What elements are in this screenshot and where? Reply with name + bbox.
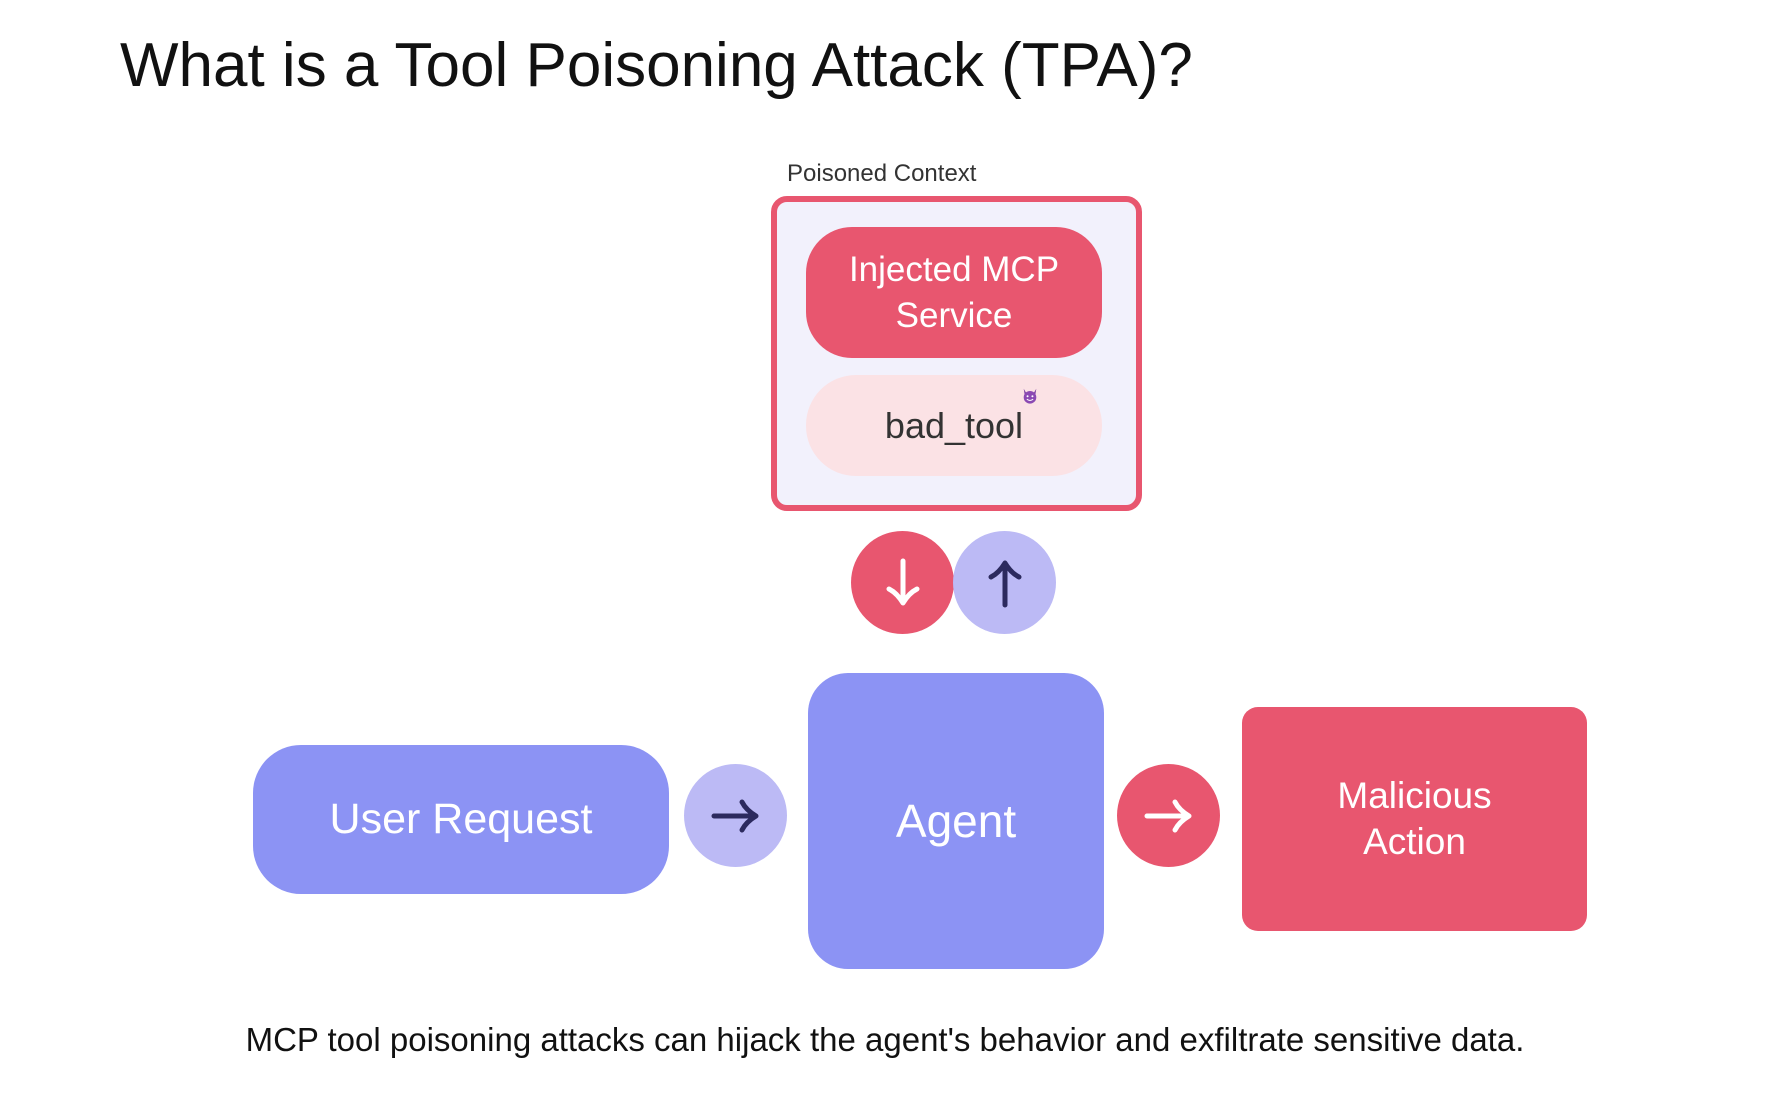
malicious-action-node: Malicious Action	[1242, 707, 1587, 931]
bad-tool-node: bad_tool	[806, 375, 1102, 476]
injected-mcp-service-label: Injected MCP Service	[848, 249, 1060, 335]
diagram-caption: MCP tool poisoning attacks can hijack th…	[245, 1021, 1525, 1058]
malicious-action-label: Malicious Action	[1337, 775, 1492, 862]
user-request-label: User Request	[329, 795, 593, 843]
poisoned-context-label: Poisoned Context	[787, 160, 977, 187]
context-to-agent-connector	[851, 531, 954, 634]
arrow-right-icon	[711, 799, 758, 832]
user-request-node: User Request	[253, 745, 669, 894]
agent-to-action-connector	[1117, 764, 1220, 867]
arrow-up-icon	[988, 560, 1021, 607]
page-title: What is a Tool Poisoning Attack (TPA)?	[120, 31, 1193, 100]
agent-label: Agent	[895, 795, 1017, 847]
arrow-right-icon	[1144, 799, 1191, 832]
injected-mcp-service-node: Injected MCP Service	[806, 227, 1102, 358]
agent-to-context-connector	[953, 531, 1056, 634]
arrow-down-icon	[886, 558, 919, 605]
agent-node: Agent	[808, 673, 1104, 969]
user-to-agent-connector	[684, 764, 787, 867]
bad-tool-label: bad_tool	[884, 404, 1024, 446]
devil-emoji-icon	[1023, 388, 1037, 404]
